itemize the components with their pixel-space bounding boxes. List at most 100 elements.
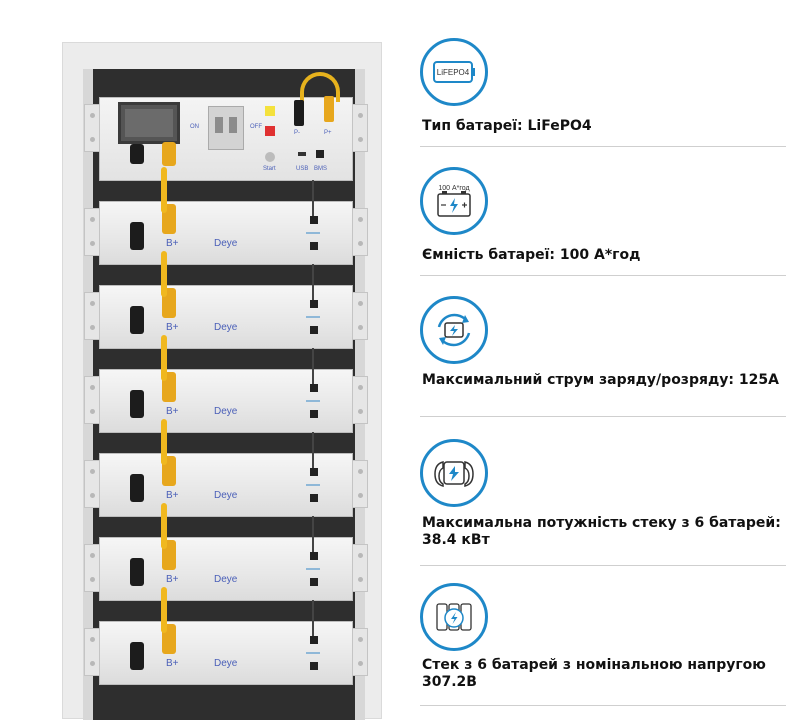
comm-port [310,300,318,308]
mount-ear-right [352,292,368,340]
power-cable-loop [300,72,340,102]
status-led [306,652,320,654]
battery-module: B+ Deye [84,600,368,685]
interconnect-cable [161,251,167,297]
comm-port [310,662,318,670]
comm-cable [312,180,314,220]
usb-label: USB [296,166,309,172]
brand-label: Deye [214,406,238,417]
divider [420,146,786,147]
comm-port [310,216,318,224]
feature-text: Максимальна потужність стеку з 6 батарей… [422,515,781,548]
comm-port [310,326,318,334]
divider [420,416,786,417]
brand-label: Deye [214,574,238,585]
bms-port [316,150,324,158]
capacity-icon-text: 100 А*год [438,185,469,192]
battery-rack-illustration: ON OFF Start USB BMS P- P+ B+ Deye [62,42,382,720]
lifepo4-battery-icon: LiFEPO4 [420,38,488,106]
terminal-label: B+ [166,658,179,669]
mount-ear-right [352,460,368,508]
terminal-label: B+ [166,238,179,249]
mount-ear-left [84,376,100,424]
p-minus-connector [294,100,304,126]
mount-ear-right [352,628,368,676]
p-minus-label: P- [294,130,300,136]
mount-ear-left [84,544,100,592]
brand-label: Deye [214,490,238,501]
bms-black-connector [130,144,144,164]
power-hands-icon [420,439,488,507]
feature-text: Максимальний струм заряду/розряду: 125А [422,372,779,388]
mount-ear-right [352,376,368,424]
comm-port [310,552,318,560]
interconnect-cable [161,419,167,465]
brand-label: Deye [214,658,238,669]
indicator-yellow [265,106,275,116]
comm-port [310,636,318,644]
interconnect-cable [161,503,167,549]
bms-display [118,102,180,144]
mount-ear-left [84,460,100,508]
negative-connector [130,222,144,250]
status-led [306,568,320,570]
negative-connector [130,558,144,586]
battery-capacity-icon: 100 А*год [420,167,488,235]
battery-module: B+ Deye [84,348,368,433]
on-label: ON [190,124,199,130]
battery-stack-icon [420,583,488,651]
bms-control-unit: ON OFF Start USB BMS P- P+ [84,72,368,181]
brand-label: Deye [214,322,238,333]
mount-ear-left [84,208,100,256]
battery-module: B+ Deye [84,180,368,265]
mount-ear-right [352,208,368,256]
negative-connector [130,306,144,334]
interconnect-cable [161,587,167,633]
mount-ear-right [352,104,368,152]
comm-cable [312,348,314,388]
divider [420,275,786,276]
comm-cable [312,516,314,556]
status-led [306,316,320,318]
comm-port [310,468,318,476]
lifepo4-icon-text: LiFEPO4 [437,68,470,77]
status-led [306,400,320,402]
comm-port [310,242,318,250]
comm-cable [312,600,314,640]
off-label: OFF [250,124,262,130]
bms-yellow-connector [162,142,176,166]
battery-module: B+ Deye [84,432,368,517]
comm-cable [312,432,314,472]
terminal-label: B+ [166,574,179,585]
charge-cycle-icon [420,296,488,364]
mount-ear-right [352,544,368,592]
status-led [306,232,320,234]
feature-text: Стек з 6 батарей з номінальною напругою … [422,657,766,690]
battery-module: B+ Deye [84,264,368,349]
interconnect-cable [161,335,167,381]
comm-port [310,410,318,418]
mount-ear-left [84,104,100,152]
indicator-red [265,126,275,136]
terminal-label: B+ [166,406,179,417]
comm-port [310,494,318,502]
comm-port [310,384,318,392]
mount-ear-left [84,292,100,340]
battery-module: B+ Deye [84,516,368,601]
p-plus-label: P+ [324,130,332,136]
p-plus-connector [324,96,334,122]
brand-label: Deye [214,238,238,249]
start-button [265,152,275,162]
start-label: Start [263,166,276,172]
bms-label: BMS [314,166,328,172]
comm-cable [312,264,314,304]
interconnect-cable [161,167,167,213]
divider [420,705,786,706]
negative-connector [130,474,144,502]
usb-port [298,152,306,156]
terminal-label: B+ [166,490,179,501]
feature-text: Ємність батареї: 100 А*год [422,247,641,263]
status-led [306,484,320,486]
divider [420,565,786,566]
mount-ear-left [84,628,100,676]
